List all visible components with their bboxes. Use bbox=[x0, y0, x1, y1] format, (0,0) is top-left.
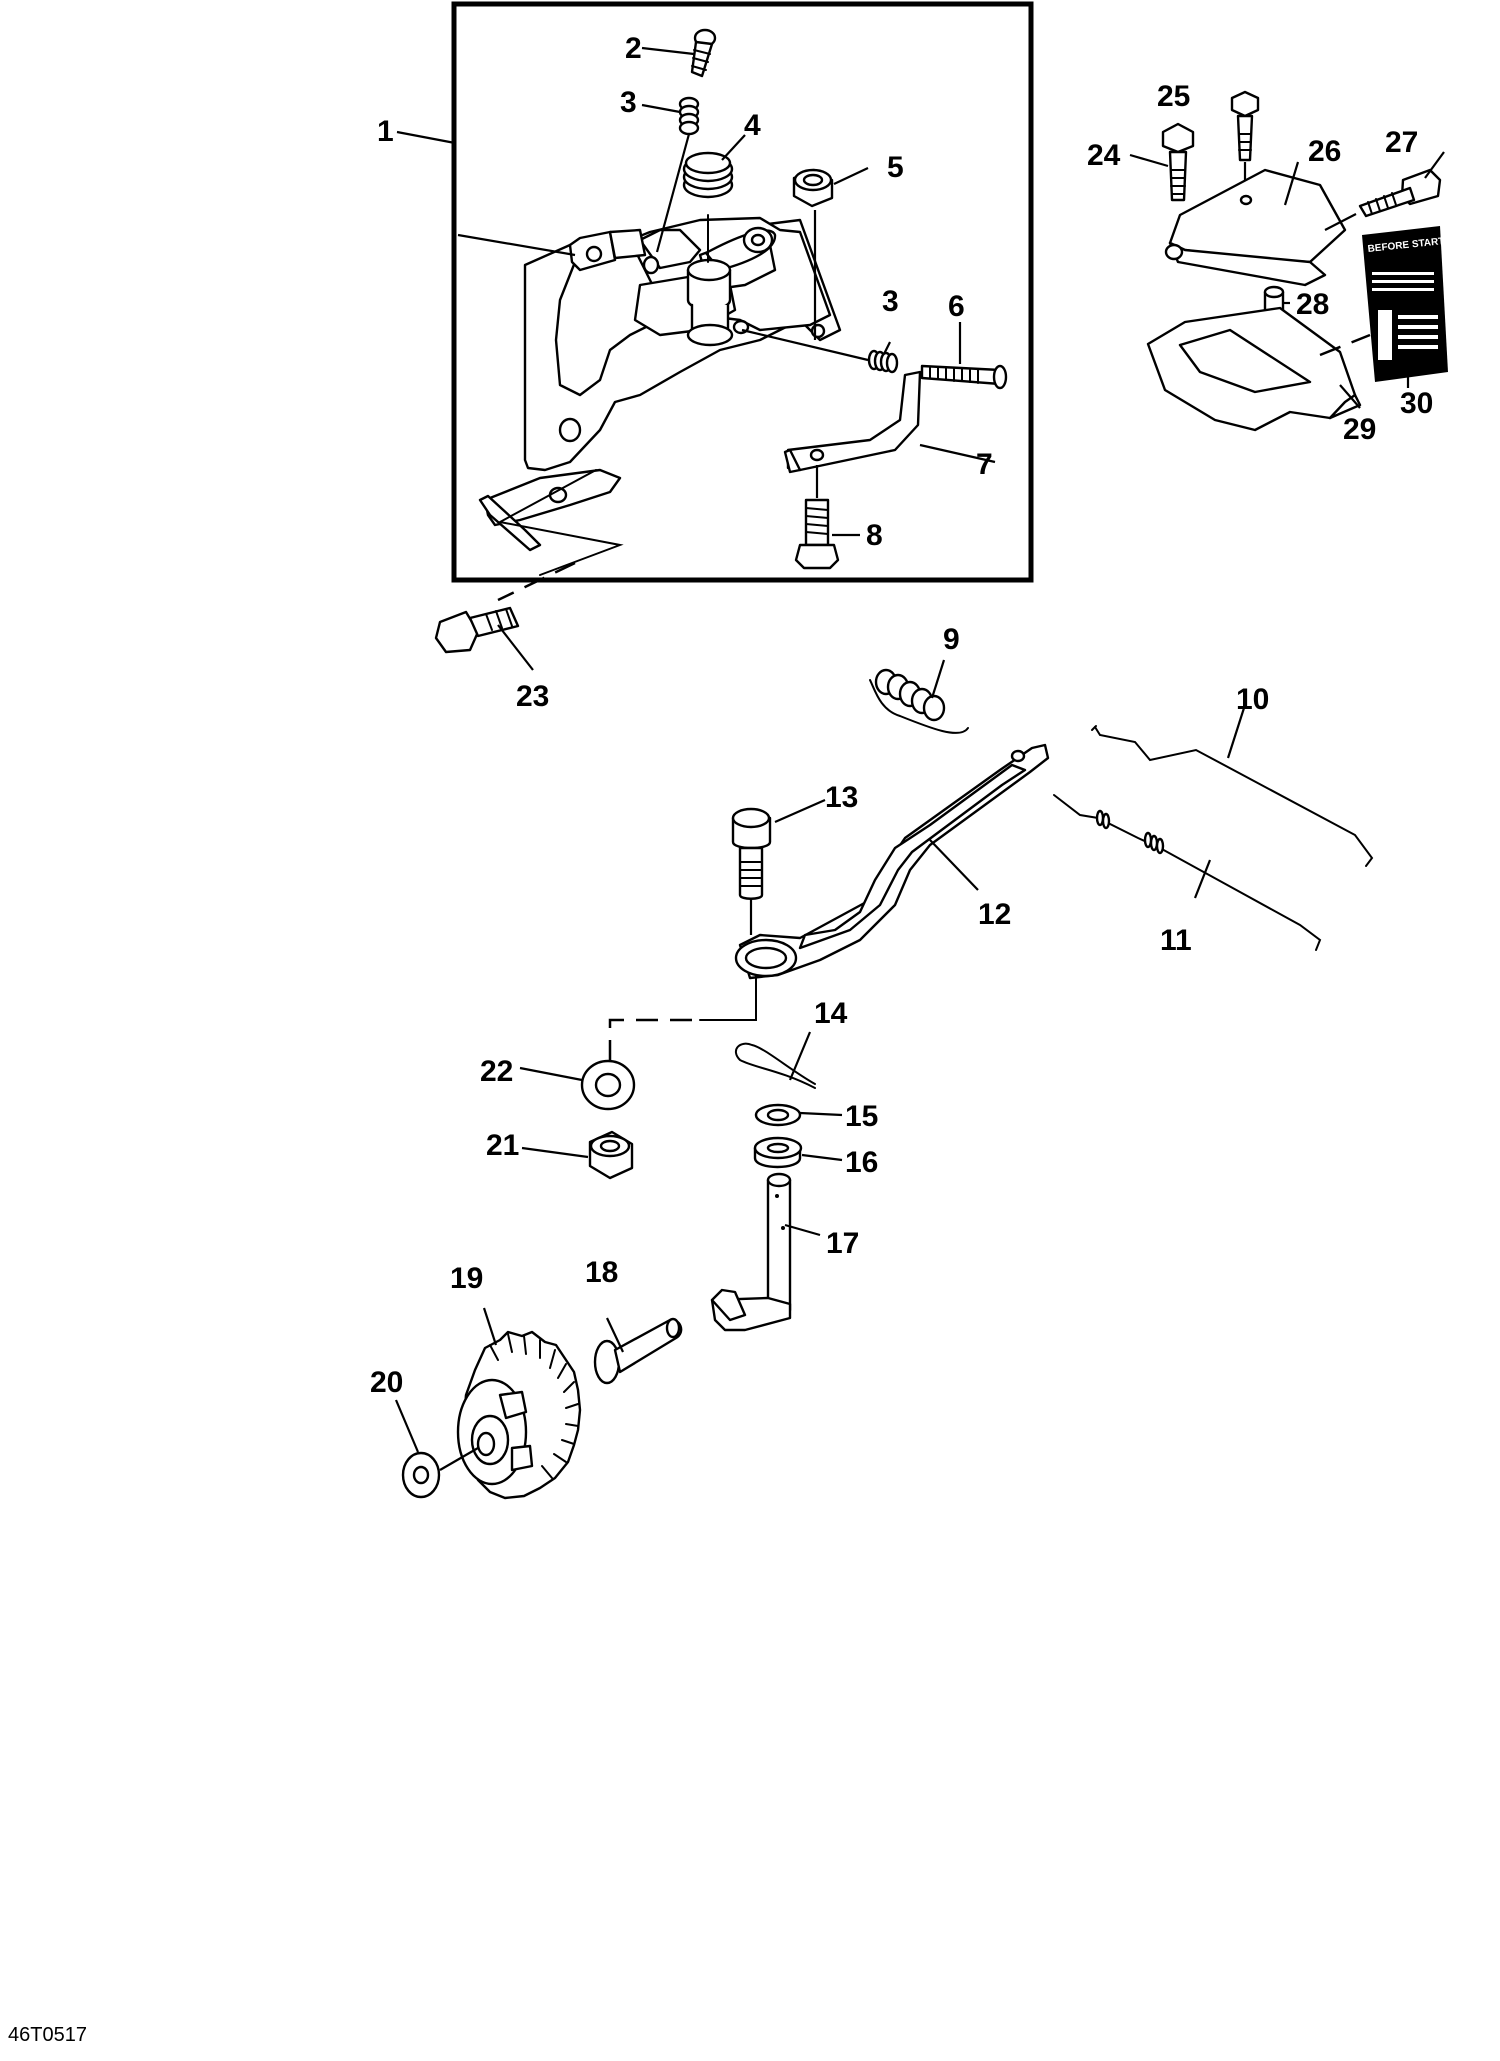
callout-1: 1 bbox=[377, 115, 394, 148]
control-bracket bbox=[478, 216, 842, 552]
governor-spring bbox=[869, 659, 969, 734]
callout-labels: 1 2 3 3 4 5 6 7 8 9 10 11 12 13 14 15 16… bbox=[370, 32, 1433, 1399]
callout-12: 12 bbox=[978, 898, 1011, 931]
callout-28: 28 bbox=[1296, 288, 1329, 321]
washer-16 bbox=[753, 1136, 803, 1169]
callout-27: 27 bbox=[1385, 126, 1418, 159]
governor-pin bbox=[593, 1317, 683, 1385]
callout-5: 5 bbox=[887, 151, 904, 184]
adjusting-screw bbox=[920, 364, 1008, 390]
hex-nut-21 bbox=[588, 1130, 634, 1180]
callout-8: 8 bbox=[866, 519, 883, 552]
throttle-rod bbox=[1091, 725, 1374, 867]
callout-18: 18 bbox=[585, 1256, 618, 1289]
washer-15 bbox=[754, 1103, 802, 1127]
leader-lines bbox=[394, 46, 1445, 1453]
callout-24: 24 bbox=[1087, 139, 1121, 172]
callout-11: 11 bbox=[1160, 924, 1192, 957]
callout-14: 14 bbox=[814, 997, 848, 1030]
shield-29 bbox=[1146, 306, 1362, 432]
callout-10: 10 bbox=[1236, 683, 1269, 716]
callout-29: 29 bbox=[1343, 413, 1376, 446]
callout-22: 22 bbox=[480, 1055, 513, 1088]
mounting-screw-8 bbox=[794, 465, 840, 570]
callout-21: 21 bbox=[486, 1129, 519, 1162]
governor-gear bbox=[456, 1330, 582, 1500]
bolt-23 bbox=[434, 606, 520, 654]
callout-20: 20 bbox=[370, 1366, 403, 1399]
spacer-22 bbox=[580, 1059, 636, 1111]
hairpin-clip bbox=[734, 1042, 816, 1089]
thrust-washer bbox=[401, 1447, 479, 1499]
cable-bracket bbox=[783, 370, 922, 474]
callout-30: 30 bbox=[1400, 387, 1433, 420]
bolt-24 bbox=[1161, 122, 1195, 202]
shoulder-bolt bbox=[731, 807, 772, 935]
callout-15: 15 bbox=[845, 1100, 878, 1133]
warning-decal: BEFORE STARTING bbox=[1362, 226, 1463, 382]
callout-25: 25 bbox=[1157, 80, 1190, 113]
callout-3-top: 3 bbox=[620, 86, 637, 119]
hex-nut bbox=[792, 168, 834, 340]
pivot-bushing bbox=[686, 214, 734, 347]
callout-16: 16 bbox=[845, 1146, 878, 1179]
inset-frame bbox=[451, 1, 1034, 583]
bolt-27 bbox=[1324, 168, 1442, 231]
callout-4: 4 bbox=[744, 109, 761, 142]
callout-17: 17 bbox=[826, 1227, 859, 1260]
governor-lever bbox=[734, 743, 1050, 980]
governor-shaft bbox=[710, 1172, 792, 1332]
callout-2: 2 bbox=[625, 32, 642, 65]
callout-23: 23 bbox=[516, 680, 549, 713]
callout-19: 19 bbox=[450, 1262, 483, 1295]
mounting-plate bbox=[1164, 168, 1347, 287]
callout-13: 13 bbox=[825, 781, 858, 814]
throttle-lever bbox=[704, 226, 777, 272]
callout-6: 6 bbox=[948, 290, 965, 323]
callout-7: 7 bbox=[976, 448, 993, 481]
callout-9: 9 bbox=[943, 623, 960, 656]
stop-screw bbox=[690, 28, 717, 78]
governor-link bbox=[1053, 794, 1322, 951]
friction-spring bbox=[682, 151, 734, 199]
figure-code: 46T0517 bbox=[8, 2024, 87, 2046]
tension-spring-right bbox=[741, 328, 899, 374]
tension-spring-top bbox=[655, 96, 700, 253]
callout-26: 26 bbox=[1308, 135, 1341, 168]
bolt-25 bbox=[1230, 90, 1260, 198]
callout-3-right: 3 bbox=[882, 285, 899, 318]
